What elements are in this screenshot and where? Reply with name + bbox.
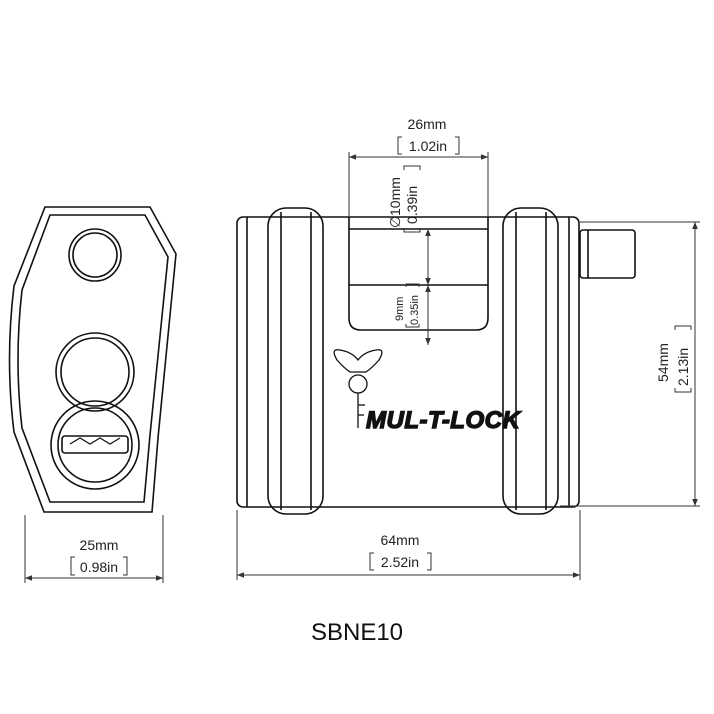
brand-logo-text: MUL-T-LOCK xyxy=(366,407,521,434)
left-collar xyxy=(267,207,324,515)
dim-diameter-symbol: ∅ xyxy=(387,216,403,228)
dim-height-mm: 54mm xyxy=(655,343,671,382)
cylinder-circle-outer xyxy=(50,400,140,490)
dim-width-in: 1.02in xyxy=(409,138,447,154)
dim-depth-in: 0.98in xyxy=(80,559,118,575)
dim-clearance-in: 0.35in xyxy=(409,295,421,325)
dim-length-in: 2.52in xyxy=(381,554,419,570)
cylinder-key-pins xyxy=(69,437,121,445)
dim-diameter-in: 0.39in xyxy=(404,186,420,224)
cylinder-key-slot xyxy=(61,435,129,454)
plunger-pin xyxy=(579,229,636,279)
bracket-height-in xyxy=(674,325,692,393)
keyhole-top-circle-inner xyxy=(72,232,118,278)
side-view-outer-body xyxy=(8,206,177,513)
shackle-opening xyxy=(348,217,489,331)
right-collar xyxy=(502,207,559,515)
dim-height-in: 2.13in xyxy=(675,348,691,386)
dim-clearance-mm: 9mm xyxy=(394,297,406,321)
side-view xyxy=(8,206,177,513)
side-view-inner-body xyxy=(17,214,169,503)
dim-depth-mm: 25mm xyxy=(80,537,119,553)
model-label: SBNE10 xyxy=(311,619,403,646)
cylinder-circle-inner xyxy=(57,407,133,483)
lock-body xyxy=(236,216,580,508)
keyhole-top-circle xyxy=(68,228,122,282)
bracket-clearance-in xyxy=(405,283,420,328)
bracket-width-in xyxy=(397,136,460,155)
bracket-depth-in xyxy=(70,556,128,576)
middle-circle-inner xyxy=(60,337,130,407)
front-view xyxy=(236,207,636,515)
bracket-diameter-in xyxy=(403,165,421,233)
middle-circle xyxy=(55,332,135,412)
dim-width-mm: 26mm xyxy=(408,116,447,132)
bracket-length-in xyxy=(369,552,432,571)
mul-t-lock-logo-mark xyxy=(333,349,383,428)
dim-diameter-mm: 10mm xyxy=(387,177,403,216)
dim-length-mm: 64mm xyxy=(381,532,420,548)
